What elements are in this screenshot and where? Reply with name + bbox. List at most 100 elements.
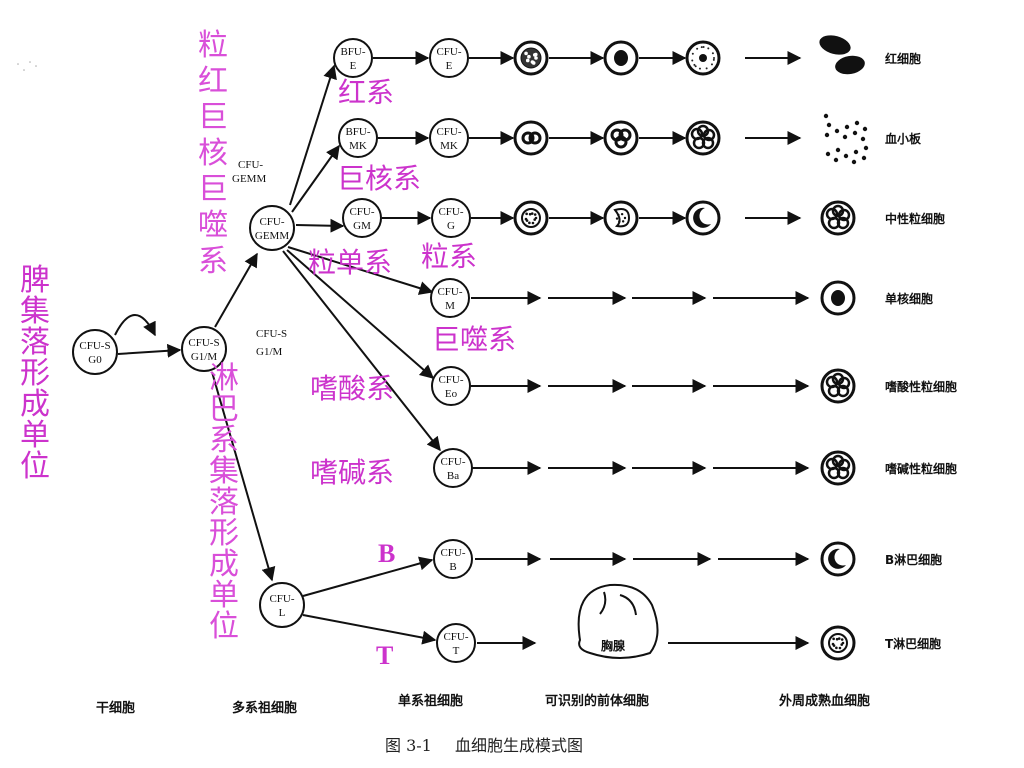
cfu-b-cell <box>433 539 473 579</box>
eosinophil-label: 嗜酸性粒细胞 <box>885 379 957 394</box>
annotation-spleen-colony-char: 脾 <box>20 263 50 298</box>
cfue-cell <box>429 38 469 78</box>
cfug-cell-precursor-3-nucleus <box>693 207 711 228</box>
annotation-t-line: T <box>376 641 393 670</box>
annotation-spleen-colony-char: 成 <box>20 387 50 422</box>
scan-specks <box>17 61 37 71</box>
cfu-t-cell-label-1: CFU- <box>443 631 468 643</box>
annotation-lymph-colony-char: 成 <box>209 547 239 582</box>
cfumk-cell-precursor-3-nucleus <box>690 124 716 150</box>
basophil-cell-nucleus <box>825 454 851 480</box>
annotation-granulocyte: 粒系 <box>421 240 477 273</box>
bfue-cell-in-arrow <box>289 64 337 206</box>
cfug-cell-precursor-3 <box>685 200 721 236</box>
annotation-lymph-colony-char: 集 <box>209 454 239 489</box>
stem-cfus-g1-cell-label-2: G1/M <box>191 351 218 363</box>
annotation-gemm-system-char: 系 <box>198 244 228 279</box>
platelet-cells <box>823 113 869 165</box>
annotation-lymph-colony-char: 落 <box>209 485 239 520</box>
annotation-eosinophilic: 嗜酸系 <box>310 372 394 405</box>
annotation-gemm-system-char: 粒 <box>198 28 228 63</box>
caption-title: 血细胞生成模式图 <box>455 736 583 755</box>
cfu-b-cell-label-2: B <box>449 561 456 573</box>
arrow-layer <box>114 51 810 650</box>
cfu-gemm-cell <box>249 205 295 251</box>
annotation-gemm-system-char: 巨 <box>198 172 228 207</box>
t-lymph-cell-nucleus <box>828 633 848 653</box>
bfumk-cell-in-arrow <box>291 144 340 213</box>
cfu-t-cell <box>436 623 476 663</box>
cfu-t-cell-label-2: T <box>453 645 460 657</box>
stem-cfus-g1-top: CFU-S <box>256 328 287 340</box>
rbc-cells <box>819 35 865 75</box>
monocyte-label: 单核细胞 <box>885 291 933 306</box>
cfu-eo-cell-label-2: Eo <box>445 388 458 400</box>
cfumk-cell-precursor-2-nucleus <box>610 128 632 149</box>
annotation-lymph-colony-char: 单 <box>209 578 239 613</box>
cfue-cell-label-1: CFU- <box>436 46 461 58</box>
bfumk-cell <box>338 118 378 158</box>
arrow-l-to-t <box>302 614 437 645</box>
cfu-eo-cell <box>431 366 471 406</box>
cfugm-cell-label-2: GM <box>353 220 371 232</box>
annotation-megakaryocyte: 巨核系 <box>337 162 421 195</box>
cfumk-cell <box>429 118 469 158</box>
cfug-cell-precursor-2-nucleus <box>613 208 631 228</box>
cfu-ba-cell-label-1: CFU- <box>440 456 465 468</box>
annotation-spleen-colony-char: 位 <box>20 449 50 484</box>
annotation-lymph-colony-char: 形 <box>209 516 239 551</box>
cfug-cell-precursor-1 <box>513 200 549 236</box>
annotation-lymph-colony-char: 淋 <box>209 361 239 396</box>
annotation-gemm-system-char: 噬 <box>198 208 228 243</box>
basophil-label: 嗜碱性粒细胞 <box>885 461 957 476</box>
cfu-gemm-cell-label-2: GEMM <box>255 230 289 242</box>
arrow-l-to-b <box>302 556 434 597</box>
stem-cfus-g1-bottom: G1/M <box>256 346 283 358</box>
annotation-granulo-mono: 粒单系 <box>308 246 392 279</box>
bfumk-cell-label-1: BFU- <box>345 126 370 138</box>
cfu-l-cell-label-2: L <box>279 607 286 619</box>
cfu-m-cell <box>430 278 470 318</box>
arrow-gemm-to-m <box>287 246 434 295</box>
cfug-cell-precursor-1-nucleus <box>521 208 541 228</box>
annotation-spleen-colony-char: 集 <box>20 294 50 329</box>
caption-number: 图 3-1 <box>385 736 432 755</box>
b-lymph-cell-nucleus <box>828 548 846 569</box>
thymus-label: 胸腺 <box>601 638 626 653</box>
annotation-gemm-system-char: 核 <box>198 136 228 171</box>
cfu-eo-cell-label-1: CFU- <box>438 374 463 386</box>
self-renew-arrow <box>114 314 156 337</box>
thymus-shape <box>577 583 659 659</box>
annotation-b-line: B <box>378 539 395 568</box>
stem-cfus-g0-cell-label-1: CFU-S <box>79 340 110 352</box>
annotation-lymph-colony-char: 巴 <box>209 392 239 427</box>
tlymph-label: T淋巴细胞 <box>885 636 941 651</box>
bfumk-cell-label-2: MK <box>349 140 367 152</box>
blymph-label: B淋巴细胞 <box>885 552 942 567</box>
annotation-lymph-colony-char: 位 <box>209 609 239 644</box>
bottom-label-single: 单系祖细胞 <box>398 693 463 709</box>
cfu-m-cell-label-1: CFU- <box>437 286 462 298</box>
annotation-spleen-colony-char: 单 <box>20 418 50 453</box>
arrow-s1-to-gemm <box>214 252 258 328</box>
cfu-l-cell <box>259 582 305 628</box>
cfugm-cell-in-arrow <box>295 218 345 233</box>
cfu-l-cell-label-1: CFU- <box>269 593 294 605</box>
bottom-label-multi: 多系祖细胞 <box>232 700 297 716</box>
annotation-spleen-colony-char: 形 <box>20 356 50 391</box>
b-lymph-cell <box>820 541 856 577</box>
stem-cfus-g1-cell-label-1: CFU-S <box>188 337 219 349</box>
cfu-gemm-cell-label-1: CFU- <box>259 216 284 228</box>
bottom-label-stem: 干细胞 <box>96 700 135 716</box>
cell-layer <box>17 35 869 663</box>
rbc-label: 红细胞 <box>885 51 921 66</box>
bfue-cell-label-1: BFU- <box>340 46 365 58</box>
bottom-label-precursor: 可识别的前体细胞 <box>545 693 649 709</box>
arrow-s1-to-l <box>211 371 276 582</box>
cfugm-cell-label-1: CFU- <box>349 206 374 218</box>
annotation-gemm-system-char: 巨 <box>198 100 228 135</box>
annotation-erythroid: 红系 <box>338 76 394 109</box>
